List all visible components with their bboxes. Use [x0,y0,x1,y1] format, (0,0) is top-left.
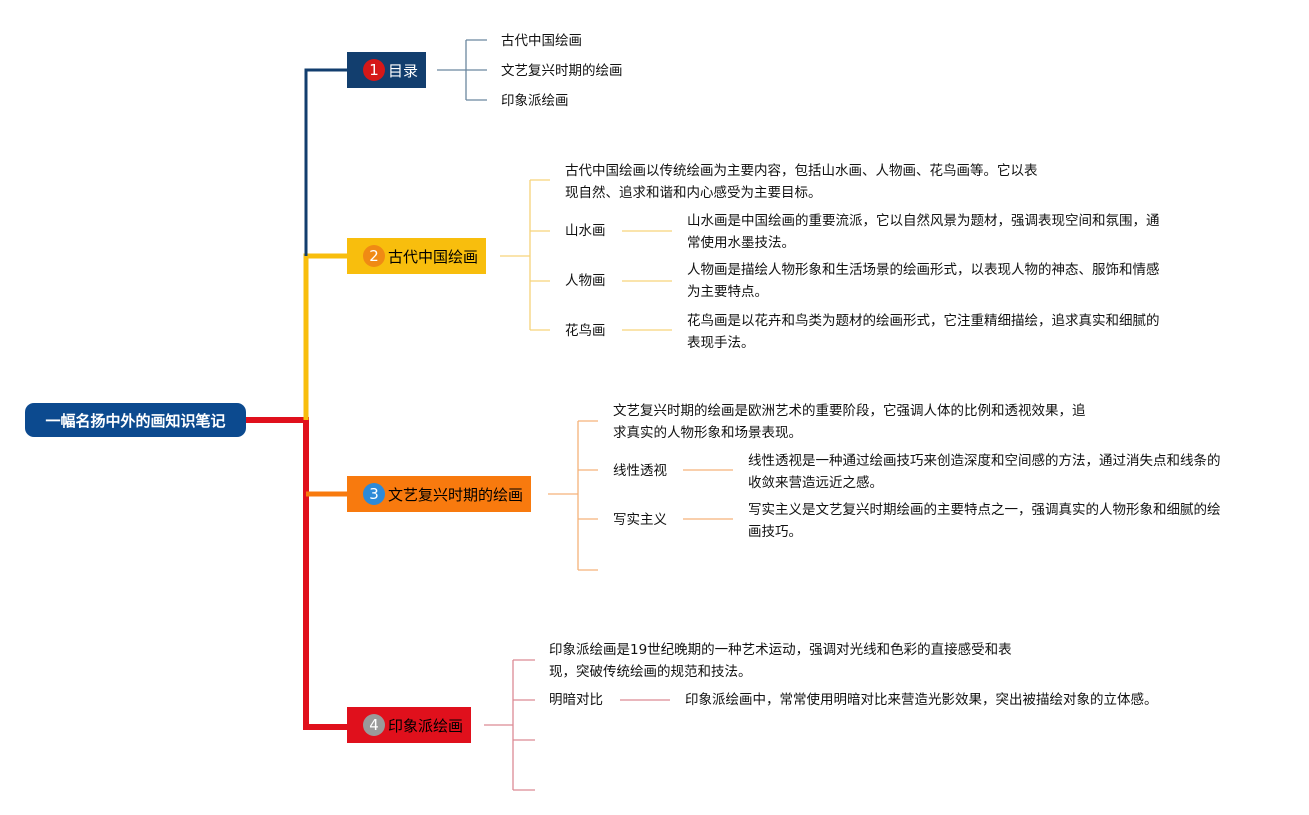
desc-line: 印象派绘画中，常常使用明暗对比来营造光影效果，突出被描绘对象的立体感。 [685,692,1158,708]
sub-desc: 写实主义是文艺复兴时期绘画的主要特点之一，强调真实的人物形象和细腻的绘 画技巧。 [748,499,1221,543]
desc-line: 写实主义是文艺复兴时期绘画的主要特点之一，强调真实的人物形象和细腻的绘 [748,502,1221,518]
number-badge: 1 [363,59,385,81]
trunk-line-2 [303,253,347,420]
sub-desc: 山水画是中国绘画的重要流派，它以自然风景为题材，强调表现空间和氛围，通 常使用水… [687,210,1160,254]
desc-line: 线性透视是一种通过绘画技巧来创造深度和空间感的方法，通过消失点和线条的 [748,453,1221,469]
intro-paragraph: 古代中国绘画以传统绘画为主要内容，包括山水画、人物画、花鸟画等。它以表 现自然、… [565,160,1038,204]
branch-label: 文艺复兴时期的绘画 [388,485,524,504]
intro-line: 求真实的人物形象和场景表现。 [613,425,802,441]
desc-line: 花鸟画是以花卉和鸟类为题材的绘画形式，它注重精细描绘，追求真实和细腻的 [687,313,1160,329]
contents-item[interactable]: 文艺复兴时期的绘画 [501,63,623,79]
number-badge: 4 [363,714,385,736]
sub-topic-flower-bird[interactable]: 花鸟画 [565,323,606,339]
branch4-connectors [484,659,670,791]
branch-label: 目录 [388,61,419,80]
desc-line: 人物画是描绘人物形象和生活场景的绘画形式，以表现人物的神态、服饰和情感 [687,262,1160,278]
root-node[interactable]: 一幅名扬中外的画知识笔记 [25,403,246,437]
intro-line: 古代中国绘画以传统绘画为主要内容，包括山水画、人物画、花鸟画等。它以表 [565,163,1038,179]
desc-line: 为主要特点。 [687,284,768,300]
sub-topic-chiaroscuro[interactable]: 明暗对比 [549,692,603,708]
root-title: 一幅名扬中外的画知识笔记 [45,411,226,430]
sub-topic-landscape[interactable]: 山水画 [565,223,606,239]
intro-paragraph: 印象派绘画是19世纪晚期的一种艺术运动，强调对光线和色彩的直接感受和表 现，突破… [549,639,1012,683]
sub-topic-realism[interactable]: 写实主义 [613,512,667,528]
branch-node-ancient-chinese[interactable]: 2 古代中国绘画 [347,238,487,274]
branch3-connectors [548,420,733,571]
trunk-line-1 [304,68,347,256]
sub-topic-linear-perspective[interactable]: 线性透视 [613,463,667,479]
branch-label: 古代中国绘画 [388,247,479,266]
intro-paragraph: 文艺复兴时期的绘画是欧洲艺术的重要阶段，它强调人体的比例和透视效果，追 求真实的… [613,400,1086,444]
branch1-connectors [437,39,487,101]
contents-item[interactable]: 印象派绘画 [501,93,569,109]
intro-line: 印象派绘画是19世纪晚期的一种艺术运动，强调对光线和色彩的直接感受和表 [549,642,1012,658]
branch-node-renaissance[interactable]: 3 文艺复兴时期的绘画 [347,476,532,512]
intro-line: 现，突破传统绘画的规范和技法。 [549,664,752,680]
contents-item[interactable]: 古代中国绘画 [501,33,582,49]
desc-line: 表现手法。 [687,335,755,351]
sub-topic-figure[interactable]: 人物画 [565,273,606,289]
branch2-connectors [500,179,672,331]
sub-desc: 人物画是描绘人物形象和生活场景的绘画形式，以表现人物的神态、服饰和情感 为主要特… [687,259,1160,303]
sub-desc: 线性透视是一种通过绘画技巧来创造深度和空间感的方法，通过消失点和线条的 收敛来营… [748,450,1221,494]
desc-line: 山水画是中国绘画的重要流派，它以自然风景为题材，强调表现空间和氛围，通 [687,213,1160,229]
sub-desc: 印象派绘画中，常常使用明暗对比来营造光影效果，突出被描绘对象的立体感。 [685,689,1158,711]
sub-desc: 花鸟画是以花卉和鸟类为题材的绘画形式，它注重精细描绘，追求真实和细腻的 表现手法… [687,310,1160,354]
desc-line: 画技巧。 [748,524,802,540]
branch-node-contents[interactable]: 1 目录 [347,52,427,88]
branch-label: 印象派绘画 [388,716,464,735]
intro-line: 现自然、追求和谐和内心感受为主要目标。 [565,185,822,201]
intro-line: 文艺复兴时期的绘画是欧洲艺术的重要阶段，它强调人体的比例和透视效果，追 [613,403,1086,419]
desc-line: 收敛来营造远近之感。 [748,475,883,491]
number-badge: 2 [363,245,385,267]
trunk-line-4 [246,417,347,730]
branch-node-impressionism[interactable]: 4 印象派绘画 [347,707,472,743]
number-badge: 3 [363,483,385,505]
desc-line: 常使用水墨技法。 [687,235,795,251]
